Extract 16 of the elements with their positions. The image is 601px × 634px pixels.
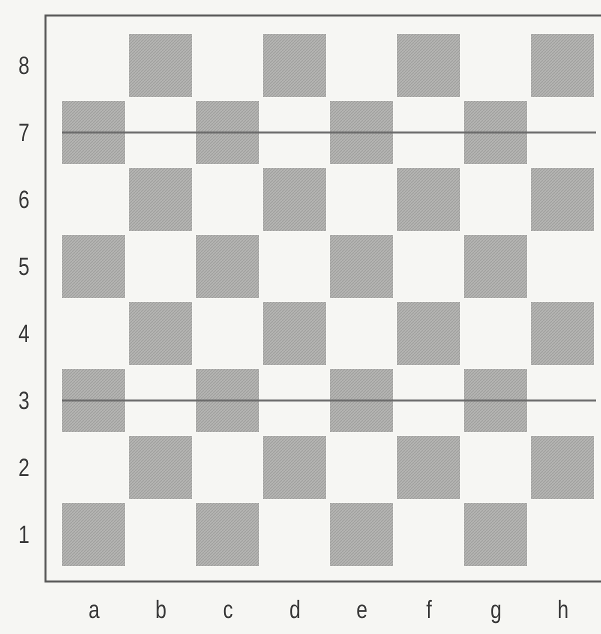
rank-label: 3 xyxy=(17,386,31,414)
rank-label: 1 xyxy=(17,520,31,548)
rank-label: 5 xyxy=(17,252,31,280)
file-label: f xyxy=(424,596,433,624)
file-label: c xyxy=(222,596,234,624)
file-label: e xyxy=(354,596,368,624)
rank-label: 2 xyxy=(17,454,31,482)
rank-label: 7 xyxy=(17,118,31,146)
rank-label: 4 xyxy=(17,320,31,348)
file-label: a xyxy=(86,596,101,624)
file-label: g xyxy=(488,596,502,624)
rank-label: 8 xyxy=(17,52,31,80)
file-label: b xyxy=(154,596,168,624)
file-label: h xyxy=(556,596,570,624)
rank-label: 6 xyxy=(17,186,31,214)
file-label: d xyxy=(288,596,302,624)
